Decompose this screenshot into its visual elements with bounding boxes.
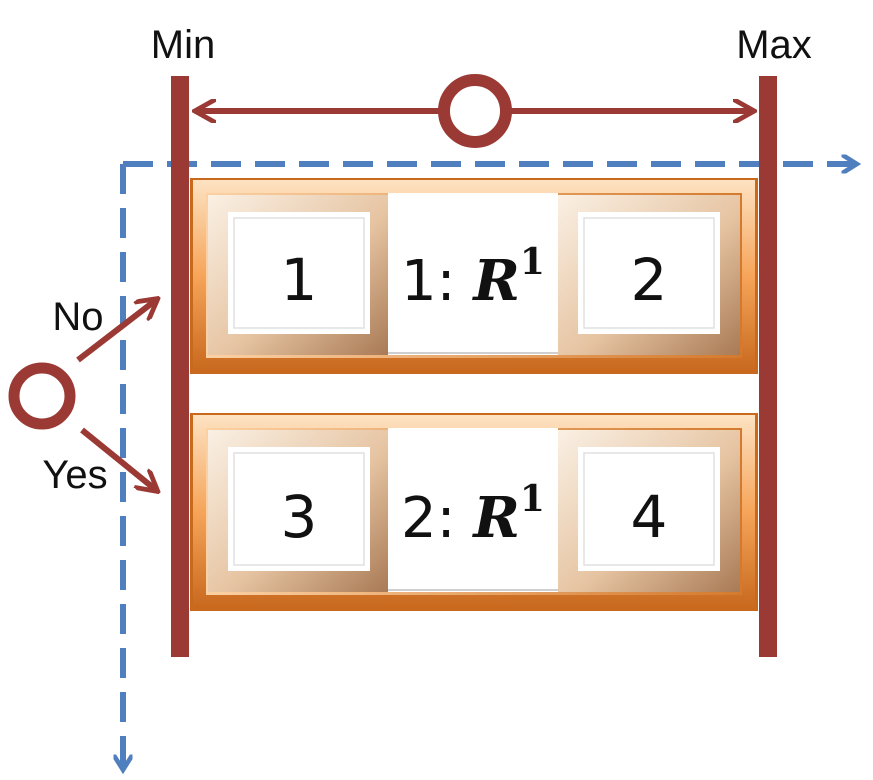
row-1-right-value: 2 bbox=[631, 246, 668, 314]
no-branch-arrow bbox=[76, 300, 156, 363]
min-bar bbox=[171, 76, 189, 657]
row-frame-2 bbox=[190, 413, 758, 611]
row-frame-1 bbox=[190, 178, 758, 374]
yes-branch-arrow bbox=[80, 427, 156, 490]
no-label: No bbox=[52, 295, 103, 339]
row-2-middle-label: 2: R1 bbox=[401, 478, 545, 551]
row-2-left-cell bbox=[208, 430, 388, 592]
range-circle-node bbox=[438, 74, 512, 148]
max-label: Max bbox=[736, 23, 812, 67]
range-arrow bbox=[197, 74, 752, 148]
row-1-middle-prefix: 1: bbox=[401, 249, 473, 314]
min-label: Min bbox=[151, 23, 215, 67]
row-2-right-value: 4 bbox=[631, 483, 668, 551]
row-2-right-cell bbox=[558, 430, 740, 592]
row-2-left-value: 3 bbox=[281, 483, 318, 551]
max-bar bbox=[759, 76, 777, 657]
row-1-middle-symbol: R bbox=[471, 248, 520, 314]
row-1-left-cell bbox=[208, 195, 388, 355]
row-1-middle-label: 1: R1 bbox=[401, 241, 545, 314]
row-2-middle-superscript: 1 bbox=[520, 478, 545, 520]
row-2-middle-symbol: R bbox=[471, 485, 520, 551]
row-1-middle-superscript: 1 bbox=[520, 241, 545, 283]
row-1-right-cell bbox=[558, 195, 740, 355]
decision-node-group bbox=[8, 300, 156, 490]
yes-label: Yes bbox=[42, 453, 107, 497]
row-2-middle-prefix: 2: bbox=[401, 486, 473, 551]
dashed-axes bbox=[123, 164, 855, 768]
decision-circle-node bbox=[8, 362, 76, 430]
row-2-middle-panel bbox=[388, 428, 558, 592]
row-1-left-value: 1 bbox=[281, 246, 318, 314]
row-1-middle-panel bbox=[388, 193, 558, 355]
